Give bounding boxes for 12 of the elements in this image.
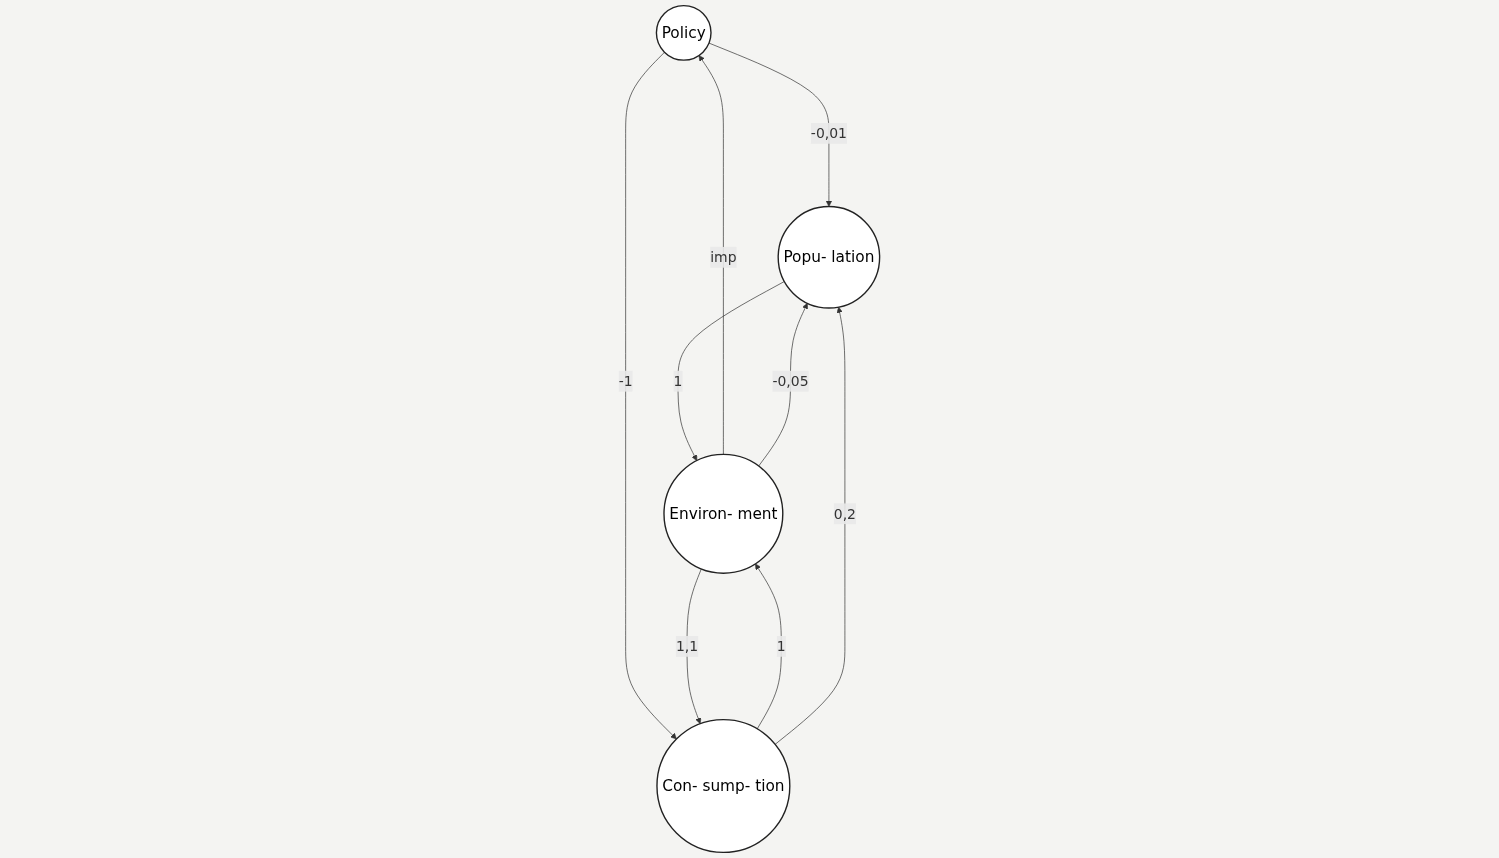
edge-label: 1 [777, 638, 787, 655]
edge-label: 0,2 [834, 505, 857, 523]
node-circle: Environ- ment [663, 453, 784, 574]
edge-label: 1,1 [676, 638, 699, 655]
node-circle: Policy [656, 4, 713, 61]
edge-label: -0,05 [772, 372, 809, 390]
edge-label: imp [710, 248, 737, 266]
edge-label: 1 [673, 372, 683, 390]
edge-label: -1 [619, 372, 633, 390]
edge-label: -0,01 [811, 124, 848, 142]
node-circle: Popu- lation [777, 205, 881, 309]
node-circle: Con- sump- tion [656, 718, 791, 854]
